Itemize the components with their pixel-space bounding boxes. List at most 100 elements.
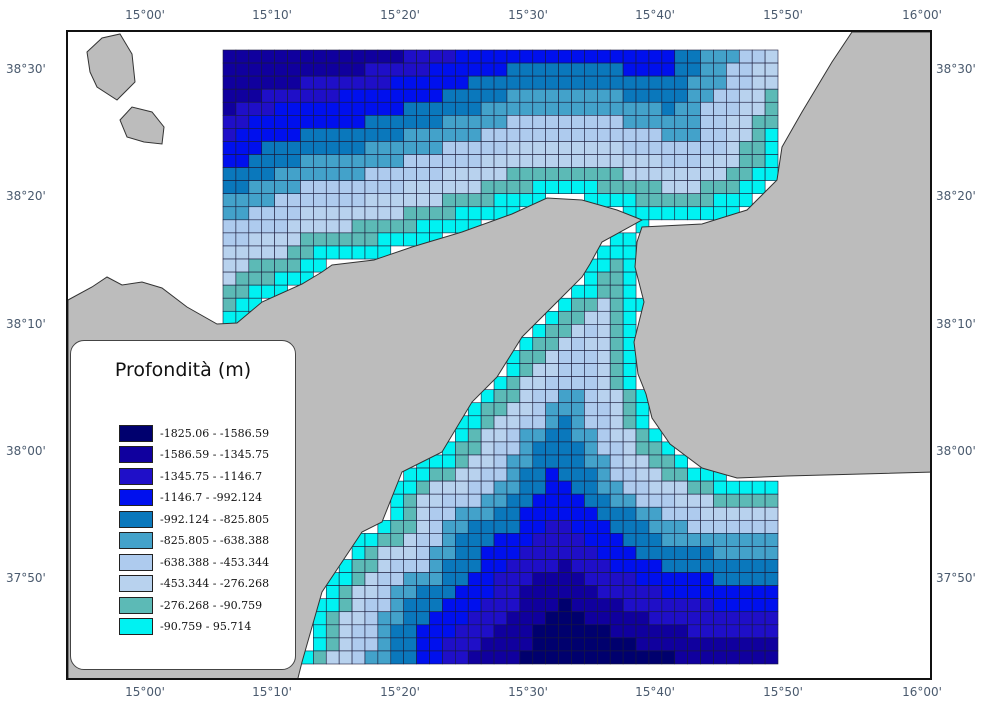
lon-tick-top: 15°10' (252, 8, 292, 22)
depth-cell (338, 167, 353, 181)
depth-cell (648, 49, 663, 64)
depth-cell (687, 154, 701, 168)
depth-cell (416, 533, 430, 547)
depth-cell (480, 180, 495, 194)
depth-cell (222, 101, 237, 116)
depth-cell (416, 141, 430, 155)
depth-cell (764, 480, 779, 495)
depth-cell (377, 598, 392, 613)
depth-cell (506, 101, 521, 116)
depth-cell (713, 101, 727, 116)
depth-cell (609, 493, 624, 508)
depth-cell (442, 650, 456, 665)
depth-cell (403, 75, 417, 90)
depth-cell (222, 75, 237, 90)
depth-cell (726, 167, 740, 181)
depth-cell (674, 62, 688, 77)
depth-cell (364, 75, 379, 90)
depth-cell (532, 141, 546, 155)
depth-cell (377, 533, 392, 547)
depth-cell (609, 271, 624, 286)
depth-cell (622, 115, 637, 129)
depth-cell (751, 650, 766, 665)
depth-cell (390, 533, 405, 547)
depth-cell (364, 154, 379, 168)
depth-cell (545, 154, 559, 168)
legend-swatch (119, 446, 153, 463)
depth-cell (622, 389, 637, 404)
depth-cell (377, 62, 392, 77)
depth-cell (609, 310, 624, 325)
depth-cell (532, 493, 546, 508)
depth-cell (416, 75, 430, 90)
depth-cell (609, 585, 624, 599)
depth-cell (313, 245, 327, 260)
depth-cell (416, 572, 430, 586)
depth-cell (609, 297, 624, 312)
depth-cell (764, 546, 779, 560)
depth-cell (338, 585, 353, 599)
depth-cell (571, 128, 585, 142)
depth-cell (738, 637, 753, 652)
depth-cell (480, 402, 495, 417)
depth-cell (584, 141, 598, 155)
depth-cell (584, 519, 598, 534)
depth-cell (674, 585, 688, 599)
depth-cell (416, 115, 430, 129)
depth-cell (403, 533, 417, 547)
depth-cell (248, 62, 263, 77)
depth-cell (584, 297, 598, 312)
depth-cell (571, 297, 585, 312)
depth-cell (609, 154, 624, 168)
depth-cell (442, 637, 456, 652)
depth-cell (661, 75, 676, 90)
depth-cell (661, 480, 676, 495)
depth-cell (480, 101, 495, 116)
legend-item: -1825.06 - -1586.59 (119, 424, 269, 442)
legend-label: -825.805 - -638.388 (160, 534, 270, 547)
island-land (86, 33, 136, 101)
depth-cell (506, 519, 521, 534)
depth-cell (338, 650, 353, 665)
lon-tick-top: 15°20' (380, 8, 420, 22)
depth-cell (377, 232, 392, 247)
depth-cell (480, 598, 495, 613)
depth-cell (532, 180, 546, 194)
depth-cell (325, 650, 340, 665)
depth-cell (700, 624, 714, 639)
depth-cell (455, 101, 469, 116)
depth-cell (532, 376, 546, 390)
depth-cell (519, 141, 534, 155)
depth-cell (635, 585, 650, 599)
lat-tick-left: 37°50' (6, 571, 46, 585)
depth-cell (480, 206, 495, 221)
depth-cell (674, 467, 688, 482)
lon-tick-top: 15°00' (125, 8, 165, 22)
depth-cell (429, 219, 443, 234)
depth-cell (674, 506, 688, 521)
depth-cell (429, 585, 443, 599)
depth-cell (506, 559, 521, 573)
depth-cell (351, 206, 366, 221)
depth-cell (622, 506, 637, 521)
depth-cell (648, 585, 663, 599)
depth-cell (506, 141, 521, 155)
depth-cell (545, 559, 559, 573)
depth-cell (222, 284, 237, 299)
depth-cell (596, 141, 611, 155)
depth-cell (648, 141, 663, 155)
depth-cell (751, 75, 766, 90)
depth-cell (235, 297, 250, 312)
depth-cell (545, 350, 559, 364)
depth-cell (416, 467, 430, 482)
depth-cell (416, 128, 430, 142)
depth-cell (674, 611, 688, 626)
depth-cell (584, 376, 598, 390)
depth-cell (274, 154, 288, 168)
depth-cell (455, 598, 469, 613)
depth-cell (455, 180, 469, 194)
depth-cell (545, 337, 559, 351)
depth-cell (635, 454, 650, 469)
depth-cell (738, 611, 753, 626)
depth-cell (622, 441, 637, 456)
